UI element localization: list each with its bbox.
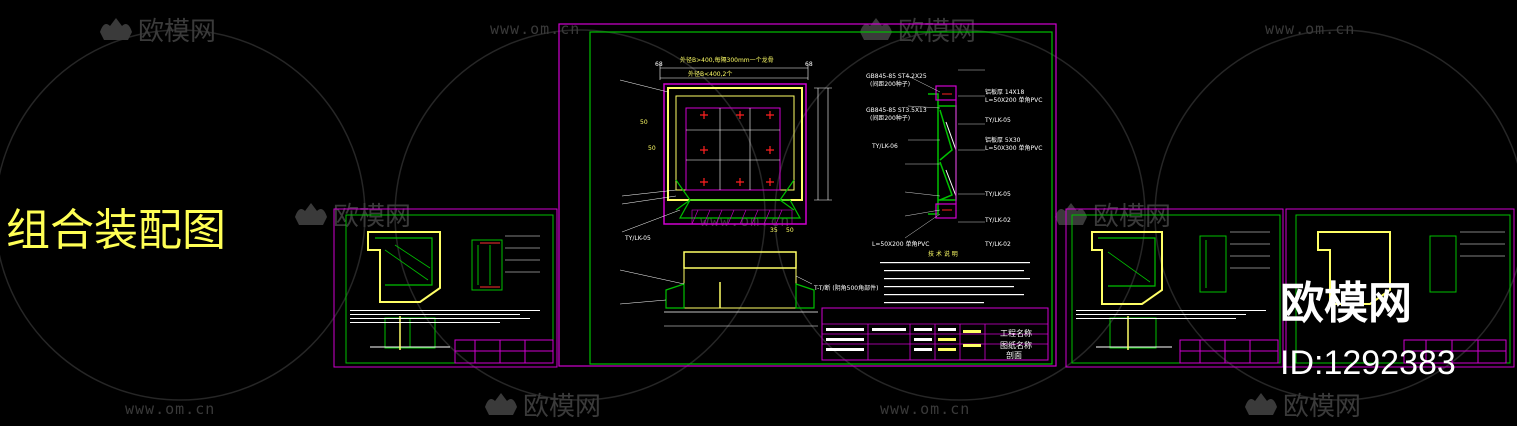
detail-view: GB845-85 ST4.2X25 (间距200种子) GB845-85 ST3…: [866, 69, 1042, 304]
title-block-left: [454, 339, 554, 364]
section-label: T-T/断 (阴角500角部件): [813, 284, 878, 292]
title-block-project: 工程名称: [1000, 328, 1032, 338]
sofa-logo-icon: [860, 18, 892, 40]
sofa-logo-icon: [485, 393, 517, 415]
detail-label: 铝板厚 5X30: [985, 136, 1021, 144]
watermark-url: www.om.cn: [880, 400, 970, 418]
sofa-logo-icon: [100, 18, 132, 40]
sheet-main: 外径B>400,每隔300mm一个龙骨 外径B<400,2个 68 68: [558, 23, 1057, 367]
notes-title: 技 术 说 明: [928, 250, 958, 258]
dim-top-2: 外径B<400,2个: [688, 70, 732, 78]
drawing-title: 组合装配图: [6, 205, 226, 256]
dim-left: 68: [655, 61, 663, 68]
sofa-logo-icon: [295, 203, 327, 225]
detail-label: TY/LK-05: [984, 117, 1011, 124]
detail-label: (间距200种子): [870, 80, 910, 88]
brand-name: 欧模网: [1280, 279, 1412, 328]
detail-label: TY/LK-05: [984, 191, 1011, 198]
elevation-view: T-T/断 (阴角500角部件): [619, 251, 878, 327]
brand-id: ID:1292383: [1280, 344, 1456, 382]
title-block-drawing-label: 图纸名称: [1000, 340, 1032, 350]
detail-label: TY/LK-06: [871, 143, 898, 150]
detail-label: L=50X200 单角PVC: [872, 240, 929, 248]
sheet-right-2: [1285, 208, 1515, 368]
detail-label: 铝板厚 14X18: [985, 88, 1024, 96]
detail-label: L=50X300 单角PVC: [985, 144, 1042, 152]
dim-top-1: 外径B>400,每隔300mm一个龙骨: [680, 56, 774, 64]
title-block-main: 工程名称 图纸名称 剖面: [821, 307, 1049, 361]
sofa-logo-icon: [1055, 203, 1087, 225]
detail-label: TY/LK-02: [984, 241, 1011, 248]
watermark-logo-text: 欧模网: [1093, 202, 1171, 232]
watermark-logo-text: 欧模网: [138, 17, 216, 47]
sheet-right-1: [1065, 208, 1284, 368]
detail-label: GB845-85 ST3.5X13: [866, 107, 927, 114]
dim-50-a: 50: [640, 119, 648, 126]
watermark-logo-text: 欧模网: [333, 202, 411, 232]
detail-label: L=50X200 单角PVC: [985, 96, 1042, 104]
dim-50-c: 50: [786, 227, 794, 234]
dim-35: 35: [770, 227, 778, 234]
part-code-1: TY/LK-05: [624, 235, 651, 242]
detail-label: TY/LK-02: [984, 217, 1011, 224]
sheet-left: [333, 208, 558, 368]
detail-label: (间距200种子): [870, 114, 910, 122]
title-block-drawing-value: 剖面: [1006, 350, 1022, 360]
watermark-url: www.om.cn: [490, 20, 580, 38]
dim-50-b: 50: [648, 145, 656, 152]
screw-markers: [700, 111, 774, 186]
watermark-urls: www.om.cn www.om.cn www.om.cn www.om.cn …: [125, 20, 1355, 418]
detail-label: GB845-85 ST4.2X25: [866, 73, 927, 80]
watermark-url: www.om.cn: [125, 400, 215, 418]
watermark-logo-text: 欧模网: [1283, 392, 1361, 422]
watermark-logo-text: 欧模网: [523, 392, 601, 422]
sofa-logo-icon: [1245, 393, 1277, 415]
dim-right: 68: [805, 61, 813, 68]
brand-overlay: 欧模网 ID:1292383: [1280, 279, 1456, 382]
watermark-url: www.om.cn: [1265, 20, 1355, 38]
